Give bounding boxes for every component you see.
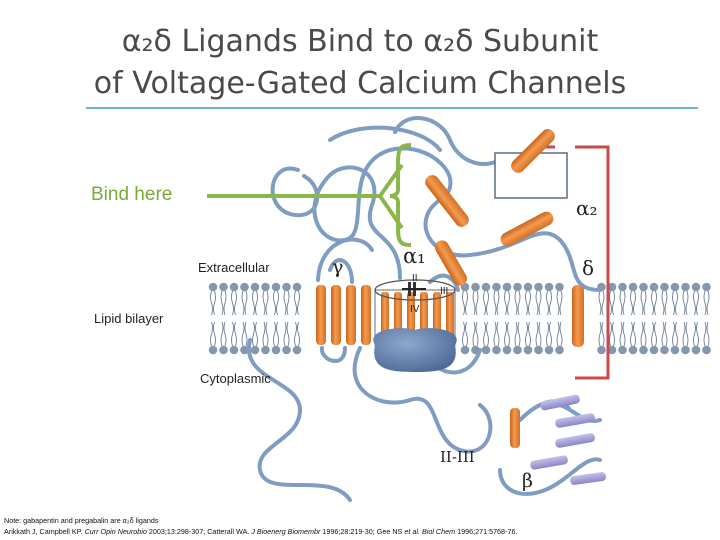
lipid-bilayer — [208, 282, 711, 355]
alpha2-helices — [425, 129, 555, 286]
extracellular-label: Extracellular — [198, 260, 270, 275]
alpha1-label: α₁ — [403, 244, 426, 268]
footnote-references: Arikkath J, Campbell KP. Curr Opin Neuro… — [4, 527, 518, 536]
beta-helices — [510, 394, 607, 485]
gamma-helices — [316, 285, 371, 345]
gamma-label: γ — [332, 256, 344, 278]
domain-ii-label: II — [412, 273, 418, 284]
page-title-line-2: of Voltage-Gated Calcium Channels — [93, 66, 627, 101]
domain-iii-label: III — [440, 286, 449, 297]
binding-site-marker — [207, 143, 412, 247]
delta-label: δ — [582, 256, 595, 280]
lipid-bilayer-label: Lipid bilayer — [94, 311, 164, 326]
title-divider — [86, 107, 698, 109]
domain-iv-label: IV — [410, 304, 420, 315]
footnote-note: Note: gabapentin and pregabalin are α₂δ … — [4, 516, 159, 525]
alpha1-channel — [373, 279, 457, 372]
alpha2-label: α₂ — [576, 196, 598, 220]
bind-here-label: Bind here — [91, 184, 173, 205]
loop-ii-iii-label: II-III — [440, 448, 475, 466]
delta-helix — [572, 285, 584, 347]
cytoplasmic-label: Cytoplasmic — [200, 371, 271, 386]
page-title-line-1: α₂δ Ligands Bind to α₂δ Subunit — [121, 24, 599, 59]
beta-label: β — [522, 470, 533, 492]
